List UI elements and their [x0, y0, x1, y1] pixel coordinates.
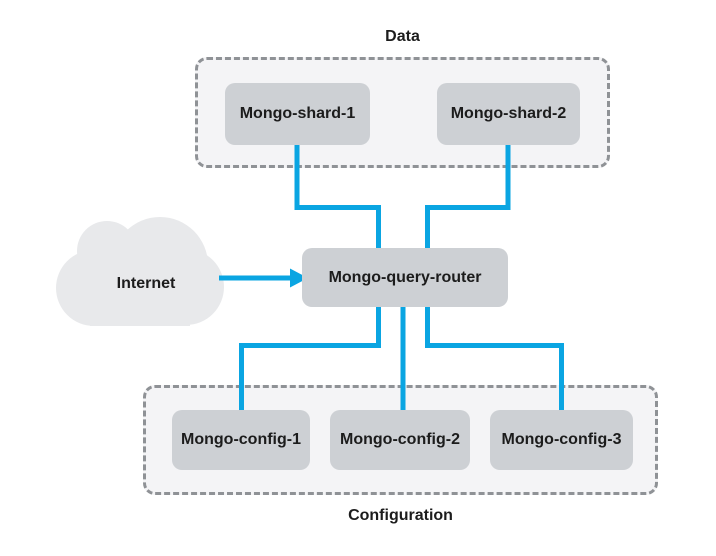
internet-router-arrow — [219, 268, 308, 288]
node-mongo-config-2: Mongo-config-2 — [330, 410, 470, 470]
connector-router-config1 — [239, 305, 381, 411]
node-mongo-shard-2: Mongo-shard-2 — [437, 83, 580, 145]
internet-cloud-shape — [56, 217, 224, 326]
configuration-group-label: Configuration — [348, 507, 453, 524]
connector-shard1-router — [294, 144, 381, 250]
data-group-label: Data — [385, 28, 420, 45]
connector-shard2-router — [425, 144, 511, 250]
node-mongo-config-1: Mongo-config-1 — [172, 410, 310, 470]
internet-label: Internet — [116, 275, 176, 292]
node-mongo-config-3: Mongo-config-3 — [490, 410, 633, 470]
node-mongo-query-router: Mongo-query-router — [302, 248, 508, 307]
connector-router-config3 — [425, 305, 564, 411]
node-mongo-shard-1: Mongo-shard-1 — [225, 83, 370, 145]
